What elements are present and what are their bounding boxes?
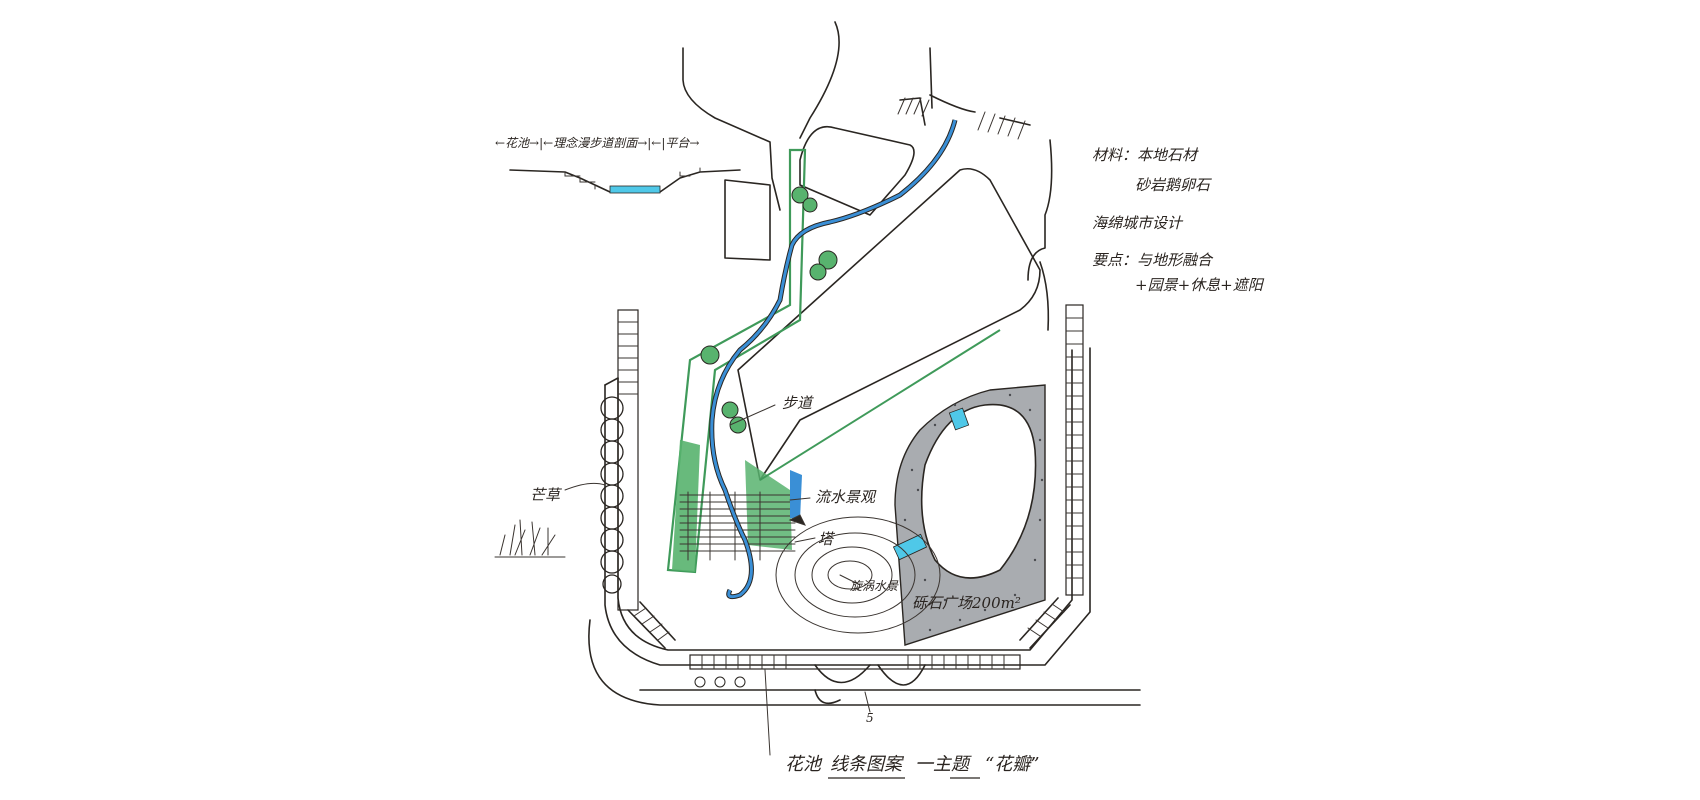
grass-tuft-icon bbox=[494, 519, 566, 558]
stone-plaza-label: 砾石广场200m² bbox=[912, 594, 1021, 612]
stream bbox=[709, 94, 1031, 600]
path-label: 步道 bbox=[782, 394, 814, 412]
gravel-plaza bbox=[892, 384, 1046, 646]
lawn-label: 芒草 bbox=[530, 486, 562, 504]
road-lines bbox=[588, 21, 1141, 706]
sponge-city-note: 海绵城市设计 bbox=[1092, 214, 1184, 232]
section-diagram bbox=[509, 167, 741, 194]
caption-part-3: 一主题 bbox=[915, 754, 972, 775]
leader-lines bbox=[564, 404, 871, 756]
spiral-label: 旋涡水景 bbox=[850, 579, 899, 593]
tree-row-left bbox=[600, 309, 639, 611]
bottom-caption: 花池 线条图案 一主题 “花瓣” bbox=[785, 754, 1039, 779]
notes-block: 材料：本地石材 砂岩鹅卵石 海绵城市设计 要点：与地形融合 +园景+休息+遮阳 bbox=[1092, 146, 1265, 294]
water-feature-label: 流水景观 bbox=[815, 488, 877, 506]
tree-row-right bbox=[1065, 304, 1084, 596]
tower-label: 塔 bbox=[818, 530, 836, 548]
entrance-gate bbox=[814, 664, 926, 705]
section-dimension-label: ←花池→|←理念漫步道剖面→|←|平台→ bbox=[495, 136, 699, 150]
wooden-deck bbox=[679, 491, 796, 561]
marker-label: 5 bbox=[866, 711, 874, 725]
building-blocks bbox=[724, 125, 1041, 481]
key-points-note-2: +园景+休息+遮阳 bbox=[1135, 276, 1265, 294]
site-boundary bbox=[604, 347, 1091, 666]
materials-note-2: 砂岩鹅卵石 bbox=[1135, 176, 1212, 194]
caption-part-1: 花池 bbox=[785, 754, 823, 775]
caption-part-2: 线条图案 bbox=[830, 754, 905, 775]
bottom-planting-strip bbox=[627, 597, 1071, 688]
trees bbox=[700, 186, 838, 434]
materials-note-1: 材料：本地石材 bbox=[1092, 146, 1199, 164]
key-points-note: 要点：与地形融合 bbox=[1092, 251, 1214, 269]
spiral-feature bbox=[775, 514, 941, 634]
caption-part-4: “花瓣” bbox=[985, 754, 1039, 775]
